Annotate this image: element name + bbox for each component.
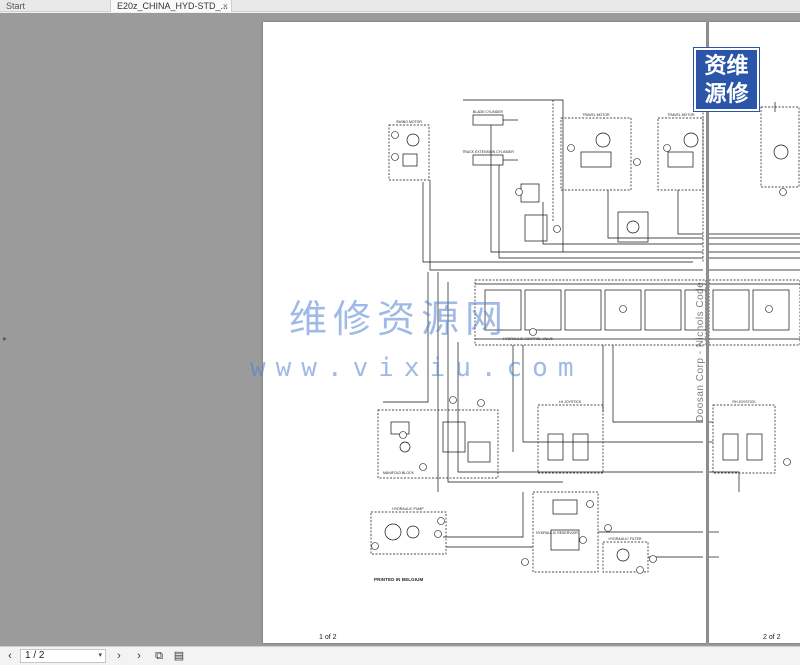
page-selector-value: 1 / 2 xyxy=(25,650,45,661)
document-page-1: SWING MOTOR BLADE CYLINDER TRACK EXTENSI… xyxy=(263,22,706,643)
page-number-1: 1 of 2 xyxy=(319,634,337,641)
blade-cylinder-label: BLADE CYLINDER xyxy=(473,110,504,114)
sidebar-toggle-icon[interactable]: ▸ xyxy=(2,334,7,343)
forward-icon[interactable]: › xyxy=(137,650,141,662)
brand-logo: 资维 源修 xyxy=(694,48,759,111)
manifold-label: MANIFOLD BLOCK xyxy=(383,471,415,475)
tab-start-label: Start xyxy=(6,1,26,11)
hydraulic-schematic-page-2: RH JOYSTICK xyxy=(709,102,800,558)
hydraulic-schematic: SWING MOTOR BLADE CYLINDER TRACK EXTENSI… xyxy=(370,99,706,574)
bottom-toolbar: ‹ 1 / 2 ▾ › › ⧉ ▤ xyxy=(0,646,800,665)
chevron-down-icon: ▾ xyxy=(98,652,102,659)
tab-bar: Start E20z_CHINA_HYD-STD_... × xyxy=(0,0,800,12)
travel-motor-left-label: TRAVEL MOTOR xyxy=(582,113,610,117)
tab-start[interactable]: Start xyxy=(0,0,110,12)
lh-joystick-label: LH JOYSTICK xyxy=(559,400,582,404)
previous-page-icon[interactable]: ‹ xyxy=(8,650,12,662)
document-page-2: RH JOYSTICK 2 of 2 xyxy=(709,22,800,643)
page-number-2: 2 of 2 xyxy=(763,634,781,641)
tab-document[interactable]: E20z_CHINA_HYD-STD_... × xyxy=(110,0,232,12)
next-page-icon[interactable]: › xyxy=(117,650,121,662)
track-extension-label: TRACK EXTENSION CYLINDER xyxy=(462,150,514,154)
travel-motor-right-label: TRAVEL MOTOR xyxy=(667,113,695,117)
view-mode-icon[interactable]: ▤ xyxy=(173,650,185,662)
pump-label: HYDRAULIC PUMP xyxy=(392,507,424,511)
filter-label: HYDRAULIC FILTER xyxy=(609,537,642,541)
vertical-watermark-text: Doosan Corp - Nichols Code xyxy=(695,281,706,422)
tab-document-label: E20z_CHINA_HYD-STD_... xyxy=(117,1,229,11)
page-selector[interactable]: 1 / 2 ▾ xyxy=(20,649,106,663)
document-viewer[interactable]: ▸ xyxy=(0,13,800,646)
swing-motor-label: SWING MOTOR xyxy=(396,120,422,124)
logo-line-2: 源修 xyxy=(704,82,749,107)
logo-line-1: 资维 xyxy=(704,54,749,79)
close-icon[interactable]: × xyxy=(222,1,228,11)
control-valve-label: HYDRAULIC CONTROL VALVE xyxy=(503,337,554,341)
printed-note: PRINTED IN BELGIUM xyxy=(374,577,424,582)
rh-joystick-label: RH JOYSTICK xyxy=(732,400,756,404)
pages-icon[interactable]: ⧉ xyxy=(155,650,163,662)
watermark-chinese: 维修资源网 xyxy=(289,297,510,341)
watermark-url: www.vixiu.com xyxy=(250,353,584,383)
reservoir-label: HYDRAULIC RESERVOIR xyxy=(536,531,578,535)
